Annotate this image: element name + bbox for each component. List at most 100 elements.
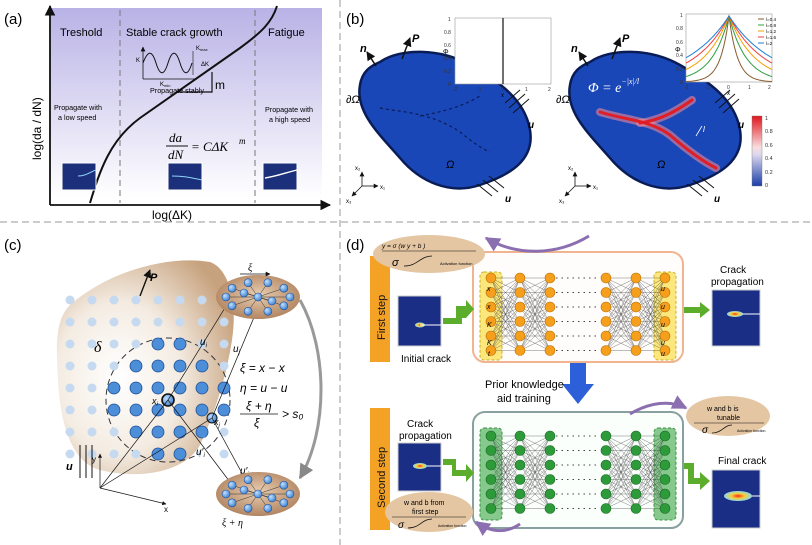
nn-neuron xyxy=(485,445,497,456)
material-point xyxy=(219,339,229,349)
final-crack-label: Final crack xyxy=(718,456,767,467)
note-stable: Propagate stably xyxy=(150,86,204,95)
material-point xyxy=(151,337,165,351)
material-point xyxy=(87,317,97,327)
nn-neuron xyxy=(630,445,642,456)
normal-n-right: n xyxy=(571,43,578,55)
disk-node xyxy=(253,489,263,499)
crack-prop-in-2: propagation xyxy=(399,431,452,442)
nn-edge xyxy=(519,435,551,495)
first-step-bubble xyxy=(385,492,473,532)
in-label: x xyxy=(486,286,491,293)
disp-u-right-1: u xyxy=(738,120,744,131)
activation-1: Activation function xyxy=(440,261,472,266)
nn-neuron xyxy=(485,345,497,356)
material-point xyxy=(217,403,231,417)
x-axis-label: log(ΔK) xyxy=(152,208,192,222)
nn-edge xyxy=(635,306,666,351)
in-label: x xyxy=(486,304,491,311)
nn-edge xyxy=(490,292,521,351)
tick: -1 xyxy=(477,87,482,93)
nn-edge xyxy=(635,321,666,351)
nn-edge xyxy=(635,277,666,293)
eq-frac-num: ξ + η xyxy=(246,399,272,413)
nn-neuron xyxy=(600,474,612,485)
phi-curve xyxy=(685,15,773,59)
nn-edge xyxy=(519,464,551,509)
material-point xyxy=(131,317,141,327)
nn-neuron xyxy=(514,430,526,442)
sigma-2: σ xyxy=(702,425,709,436)
input-labels: x x K K t xyxy=(486,286,492,358)
nn-edge xyxy=(519,435,551,480)
nn-edge xyxy=(605,306,637,351)
panel-b: (b) n P ∂Ω Ω u u x₂ x₁ x₃ Φ x xyxy=(346,11,777,205)
in-label: t xyxy=(488,351,491,358)
disk-node xyxy=(227,480,237,490)
slope-triangle xyxy=(178,72,213,93)
material-point xyxy=(173,337,187,351)
material-point xyxy=(129,381,143,395)
material-point xyxy=(195,425,209,439)
nn-neuron xyxy=(514,488,526,500)
first-step-label: First step xyxy=(376,295,388,340)
nn-neuron xyxy=(659,316,671,327)
out-label: u xyxy=(661,340,665,347)
nn-edge xyxy=(635,493,666,509)
node-xi-label: xi xyxy=(151,396,159,408)
crack-growth-curve xyxy=(89,5,278,204)
nn-neuron xyxy=(659,488,671,500)
nn-neuron xyxy=(485,503,497,514)
nn-edge xyxy=(519,277,551,351)
nn-neuron xyxy=(630,316,642,327)
coordinate-axes-left xyxy=(351,171,379,197)
eq-num: da xyxy=(169,130,183,145)
nn-edge xyxy=(490,435,521,509)
activation-2: Activation function xyxy=(737,429,765,433)
material-point xyxy=(129,359,143,373)
legend-entry: l=2 xyxy=(766,41,773,46)
slope-label: m xyxy=(215,78,225,92)
material-point xyxy=(153,295,163,305)
material-point xyxy=(65,295,75,305)
nn-edge xyxy=(635,435,666,509)
nn-edge xyxy=(635,277,666,308)
material-point xyxy=(151,403,165,417)
label-xi-eta: ξ + η xyxy=(222,518,243,529)
material-point xyxy=(87,295,97,305)
colorbar xyxy=(751,115,763,187)
nn-neuron xyxy=(514,459,526,471)
nn-neuron xyxy=(544,445,556,456)
material-point xyxy=(109,361,119,371)
material-points xyxy=(65,295,231,461)
nn-neuron xyxy=(659,301,671,313)
material-point xyxy=(129,403,143,417)
tick: -1 xyxy=(705,85,710,91)
material-point xyxy=(151,447,165,461)
load-p-right: P xyxy=(622,33,630,45)
disk-node xyxy=(221,292,231,302)
nn-neuron xyxy=(544,488,556,500)
tick: 0.4 xyxy=(676,53,683,59)
load-p-left: P xyxy=(412,33,420,45)
nn-edge xyxy=(490,450,521,509)
diffuse-crack-main xyxy=(598,110,718,170)
nn-neuron xyxy=(544,503,556,514)
disk-node xyxy=(267,493,277,503)
material-point xyxy=(65,405,75,415)
material-point xyxy=(195,359,209,373)
material-point xyxy=(173,425,187,439)
tick: -2 xyxy=(453,87,458,93)
nn-edge xyxy=(519,321,551,351)
load-cycle-inset: K Kmax Kmin ΔK xyxy=(136,46,209,88)
material-point xyxy=(217,381,231,395)
nn-edge xyxy=(635,479,666,509)
legend-entry: l=0.4 xyxy=(766,17,777,22)
colorbar-tick: 0.2 xyxy=(765,170,773,176)
load-p-c: P xyxy=(150,272,158,284)
nn-edge xyxy=(490,479,521,509)
from-first-2: first step xyxy=(412,509,439,516)
panel-d: (d) First step Second step x x K K t u u… xyxy=(346,234,770,536)
material-point xyxy=(175,317,185,327)
phi-inset-right: Φ x -2 -1 0 1 2 0 0.2 0.4 0.6 0.8 1 l=0.… xyxy=(675,13,777,97)
